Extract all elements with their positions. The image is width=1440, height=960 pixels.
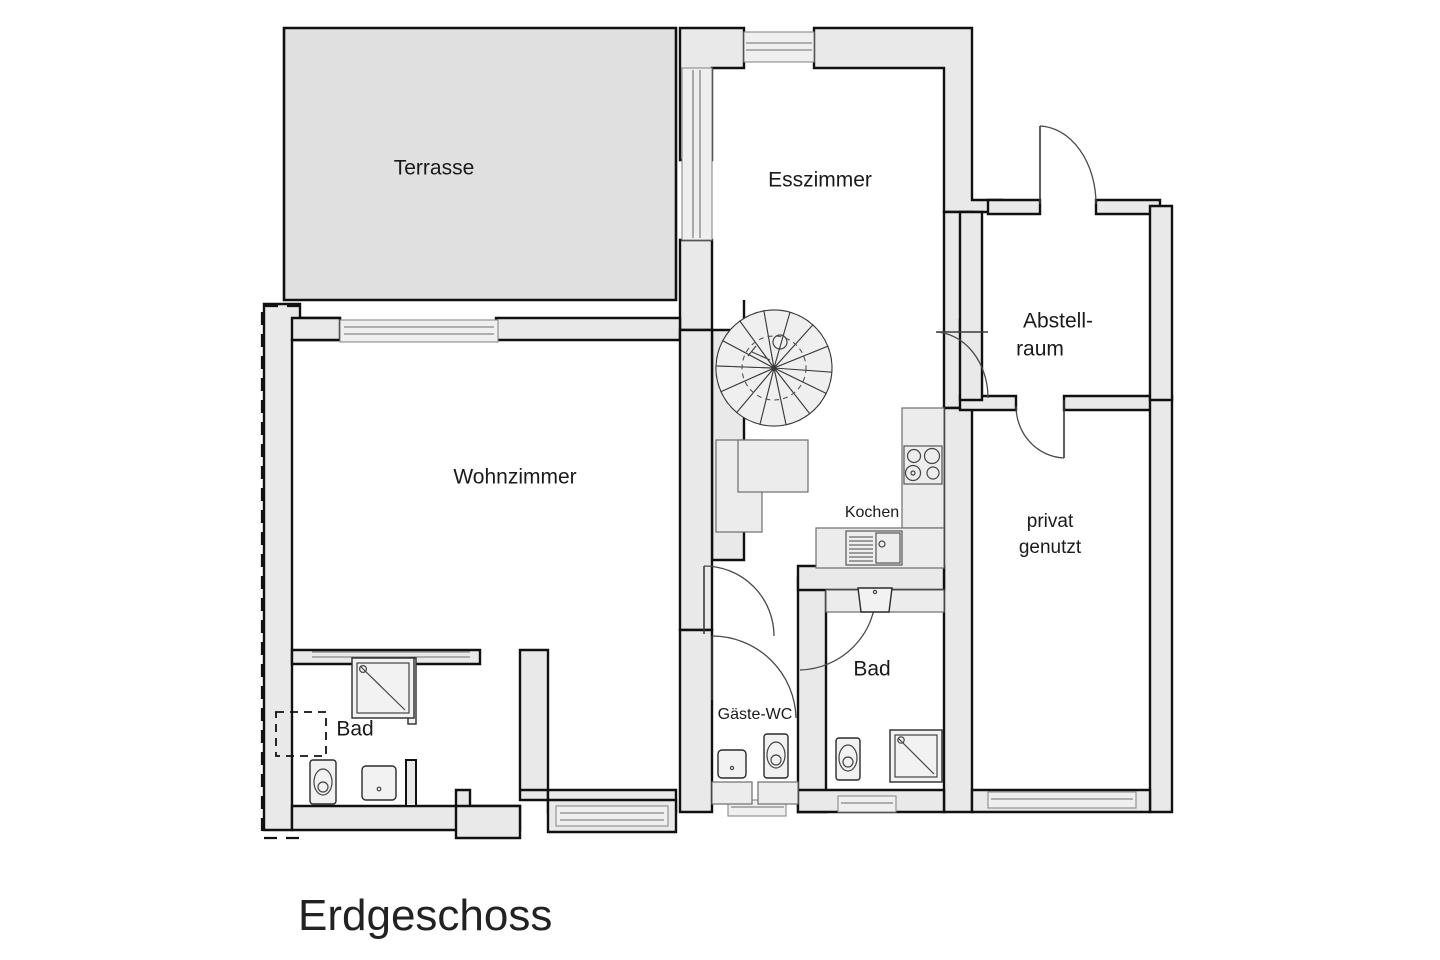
- label-privat-line2: genutzt: [1019, 537, 1082, 558]
- bad-rechts-fixtures: [825, 587, 945, 783]
- kitchen-fixtures: [815, 407, 945, 569]
- washbasin-icon: [857, 587, 893, 613]
- toilet-icon-gaeste-wc: [763, 733, 789, 779]
- window-bad-links-top: [312, 651, 470, 658]
- dashed-marker-box: [275, 711, 327, 757]
- label-abstellraum-line2: raum: [1016, 338, 1064, 361]
- terrasse-area: [282, 26, 678, 302]
- windows: [312, 31, 1137, 827]
- door-privat-top: [1015, 400, 1065, 459]
- window-wohnzimmer-top: [339, 319, 499, 343]
- plan-title: Erdgeschoss: [298, 891, 552, 940]
- spiral-staircase: [715, 309, 833, 427]
- room-labels: Terrasse Esszimmer Abstell- raum Wohnzim…: [336, 157, 1093, 741]
- door-abstellraum-top: [1039, 125, 1097, 205]
- sink-icon-bad-links: [361, 765, 397, 801]
- label-bad-rechts: Bad: [853, 658, 890, 681]
- label-gaeste-wc: Gäste-WC: [718, 706, 793, 723]
- window-esszimmer-top: [743, 31, 815, 63]
- window-bottom-hall: [555, 805, 669, 827]
- door-wohnzimmer-flur: [703, 565, 775, 637]
- label-wohnzimmer: Wohnzimmer: [453, 466, 576, 489]
- door-gaeste-wc: [711, 635, 797, 719]
- stair-landing: [715, 439, 809, 533]
- window-bad-rechts-bottom: [837, 795, 897, 813]
- label-terrasse: Terrasse: [394, 157, 475, 180]
- bad-links-fixtures: [309, 657, 417, 807]
- toilet-icon-bad-rechts: [835, 737, 861, 781]
- shower-icon-bad-rechts: [889, 729, 943, 783]
- toilet-icon-bad-links: [309, 759, 337, 805]
- door-abstellraum-left: [935, 331, 989, 399]
- gaeste-wc-fixtures: [711, 733, 799, 805]
- label-kochen: Kochen: [845, 504, 899, 521]
- window-esszimmer-left: [681, 67, 713, 241]
- wall-structure: [262, 26, 1174, 840]
- kitchen-sink-icon: [845, 530, 903, 566]
- label-bad-links: Bad: [336, 718, 373, 741]
- label-esszimmer: Esszimmer: [768, 169, 872, 192]
- stove-icon: [903, 445, 943, 485]
- shower-icon-bad-links: [351, 657, 415, 719]
- window-privat-bottom: [987, 791, 1137, 809]
- label-privat-line1: privat: [1027, 511, 1074, 532]
- label-abstellraum-line1: Abstell-: [1023, 310, 1093, 333]
- sink-icon-gaeste-wc: [717, 749, 747, 779]
